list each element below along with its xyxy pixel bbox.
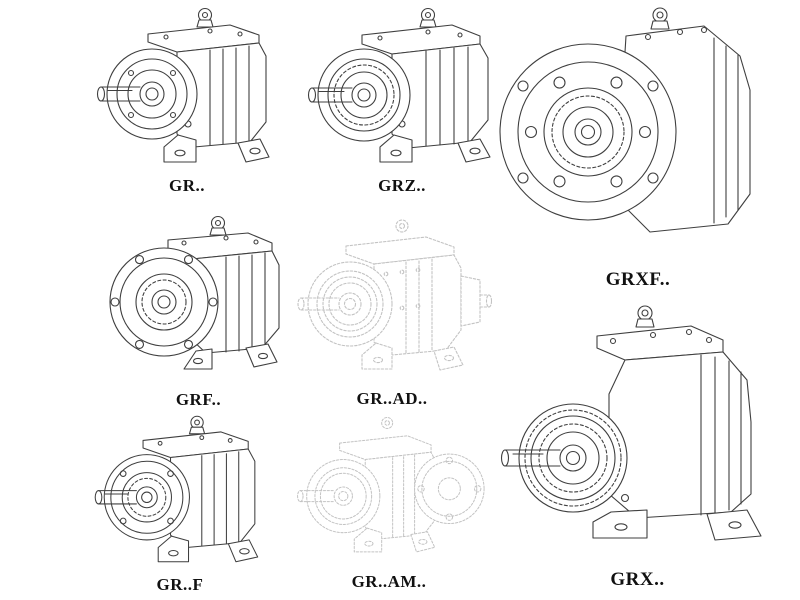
- gearbox-drawing-grxf: [499, 7, 751, 233]
- gearbox-drawing-gr-f: [94, 415, 259, 563]
- figure-label-grx: GRX..: [610, 569, 665, 590]
- gearbox-drawing-gr-ad: [297, 219, 492, 371]
- figure-label-gr: GR..: [169, 176, 205, 195]
- figure-gr-am: GR..AM..: [292, 412, 486, 592]
- figure-grxf: GRXF..: [498, 2, 778, 290]
- figure-label-grxf: GRXF..: [605, 269, 671, 290]
- figure-label-gr-ad: GR..AD..: [356, 389, 428, 408]
- figure-label-grz: GRZ..: [378, 176, 426, 195]
- figure-grf: GRF..: [96, 212, 301, 410]
- gearbox-drawing-grf: [109, 215, 280, 370]
- figure-grz: GRZ..: [302, 4, 502, 196]
- figure-gr: GR..: [92, 4, 282, 196]
- figure-label-grf: GRF..: [175, 390, 222, 409]
- gearbox-drawing-gr-am: [297, 416, 485, 553]
- gearbox-drawing-grx: [500, 305, 762, 541]
- gearbox-drawing-gr: [96, 7, 270, 163]
- figure-gr-f: GR..F: [90, 412, 270, 595]
- figure-grx: GRX..: [495, 298, 780, 590]
- gearbox-drawing-grz: [307, 7, 491, 163]
- figure-label-gr-f: GR..F: [156, 575, 204, 594]
- figure-label-gr-am: GR..AM..: [351, 572, 427, 591]
- figure-gr-ad: GR..AD..: [292, 214, 492, 409]
